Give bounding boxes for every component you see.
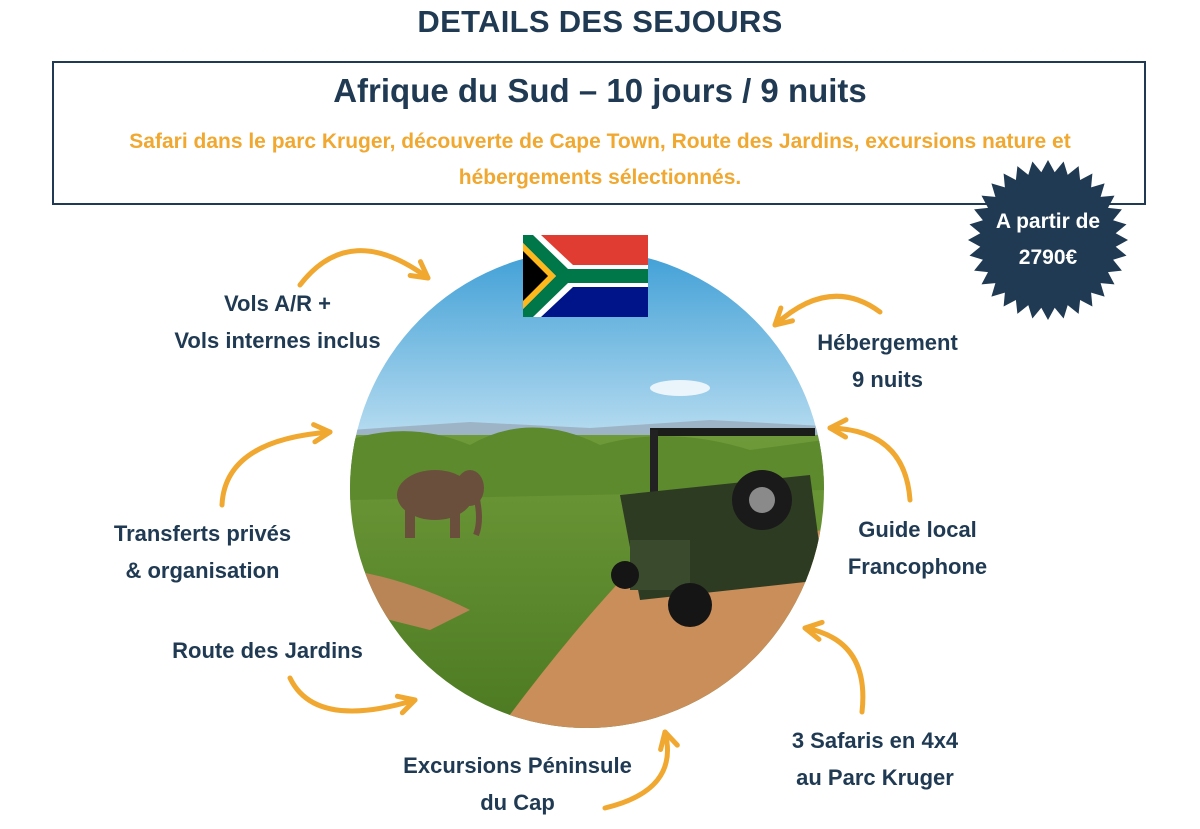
curved-arrow-icon (287, 675, 418, 714)
feature-garden-route: Route des Jardins (150, 632, 385, 669)
feature-line: & organisation (125, 558, 280, 583)
feature-line: Vols internes inclus (174, 328, 381, 353)
trip-title: Afrique du Sud – 10 jours / 9 nuits (333, 72, 867, 109)
arrowhead-icon (772, 305, 795, 328)
feature-line: Excursions Péninsule (403, 753, 632, 778)
safari-photo (350, 250, 824, 728)
feature-cape: Excursions Péninsule du Cap (385, 747, 650, 821)
trip-box (52, 61, 1146, 205)
feature-lodging: Hébergement 9 nuits (790, 324, 985, 398)
price-badge: A partir de 2790€ (968, 204, 1128, 276)
page-title: DETAILS DES SEJOURS (417, 4, 783, 39)
elephant (397, 470, 484, 538)
feature-line: Vols A/R + (224, 291, 331, 316)
curved-arrow-icon (297, 248, 431, 288)
arrowhead-icon (827, 417, 849, 440)
feature-line: Francophone (847, 554, 988, 579)
curved-arrow-icon (219, 429, 333, 508)
feature-line: du Cap (480, 790, 555, 815)
trip-description: Safari dans le parc Kruger, découverte d… (129, 130, 1071, 189)
curved-arrow-icon (802, 625, 866, 715)
south-africa-flag-icon (523, 235, 648, 317)
feature-line: Hébergement (817, 330, 958, 355)
arrowhead-icon (394, 693, 418, 716)
arrowhead-icon (311, 422, 333, 445)
feature-line: Transferts privés (113, 521, 292, 546)
feature-transfers: Transferts privés & organisation (90, 515, 315, 589)
price-label: A partir de (995, 210, 1101, 233)
arrowhead-icon (407, 259, 431, 281)
curved-arrow-icon (602, 729, 670, 811)
arrowhead-icon (658, 729, 680, 752)
feature-line: 9 nuits (852, 367, 923, 392)
safari-jeep (611, 428, 824, 627)
price-badge-starburst (968, 160, 1128, 320)
feature-line: Guide local (858, 517, 977, 542)
feature-line: 3 Safaris en 4x4 (791, 728, 959, 753)
feature-safaris: 3 Safaris en 4x4 au Parc Kruger (765, 722, 985, 796)
feature-line: au Parc Kruger (796, 765, 954, 790)
feature-line: Route des Jardins (172, 638, 363, 663)
curved-arrow-icon (772, 293, 883, 328)
arrowhead-icon (802, 619, 825, 642)
price-value: 2790€ (1018, 246, 1078, 269)
feature-flights: Vols A/R + Vols internes inclus (150, 285, 405, 359)
curved-arrow-icon (827, 425, 913, 503)
